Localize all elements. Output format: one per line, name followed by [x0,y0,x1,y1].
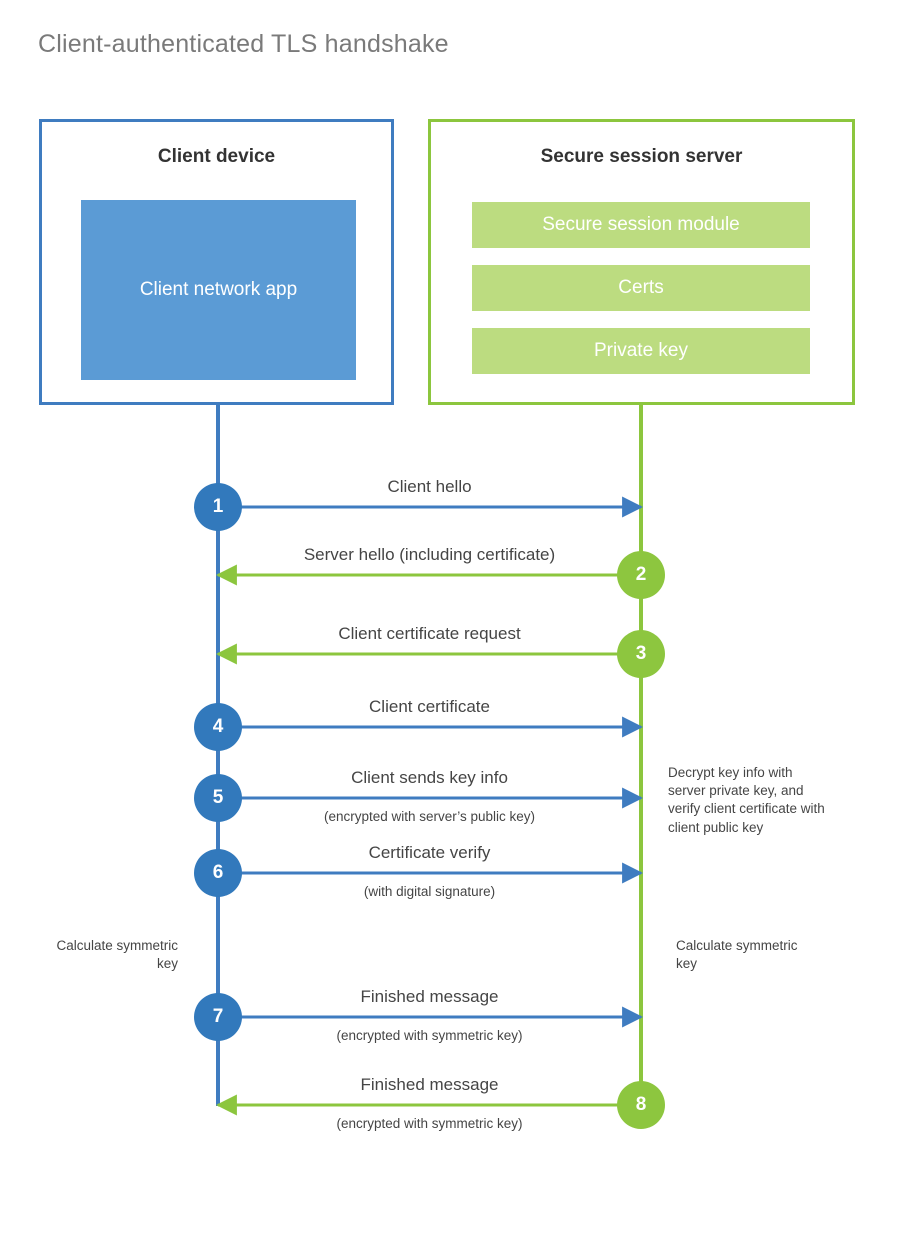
message-sublabel-5: (encrypted with server’s public key) [323,809,536,824]
step-circle-7[interactable] [194,993,242,1041]
message-sublabel-7: (encrypted with symmetric key) [336,1028,523,1043]
client-device-box: Client device Client network app [39,119,394,405]
message-label-5: Client sends key info [351,768,508,787]
step-circle-5[interactable] [194,774,242,822]
server-decrypt-key-info-note: Decrypt key info with server private key… [668,765,825,835]
client-calculate-symmetric-key-note: Calculate symmetric key [56,938,178,972]
server-module-private-key: Private key [472,328,810,374]
step-circle-2[interactable] [617,551,665,599]
message-label-3: Client certificate request [338,624,521,643]
secure-session-server-box: Secure session server Secure session mod… [428,119,855,405]
page-title: Client-authenticated TLS handshake [38,30,449,58]
step-circle-6[interactable] [194,849,242,897]
step-circle-4[interactable] [194,703,242,751]
step-circle-3[interactable] [617,630,665,678]
message-label-2: Server hello (including certificate) [303,545,556,564]
server-calculate-symmetric-key-note: Calculate symmetric key [676,938,798,972]
server-module-certs: Certs [472,265,810,311]
secure-session-server-title: Secure session server [540,146,743,167]
message-sublabel-6: (with digital signature) [363,884,496,899]
message-label-4: Client certificate [369,697,490,716]
message-label-6: Certificate verify [368,843,491,862]
client-network-app-block: Client network app [81,200,356,380]
message-label-1: Client hello [387,477,472,496]
message-label-7: Finished message [360,987,499,1006]
message-label-8: Finished message [360,1075,499,1094]
client-device-title: Client device [157,146,276,167]
server-module-secure-session-module: Secure session module [472,202,810,248]
message-sublabel-8: (encrypted with symmetric key) [336,1116,523,1131]
step-circle-1[interactable] [194,483,242,531]
step-circle-8[interactable] [617,1081,665,1129]
